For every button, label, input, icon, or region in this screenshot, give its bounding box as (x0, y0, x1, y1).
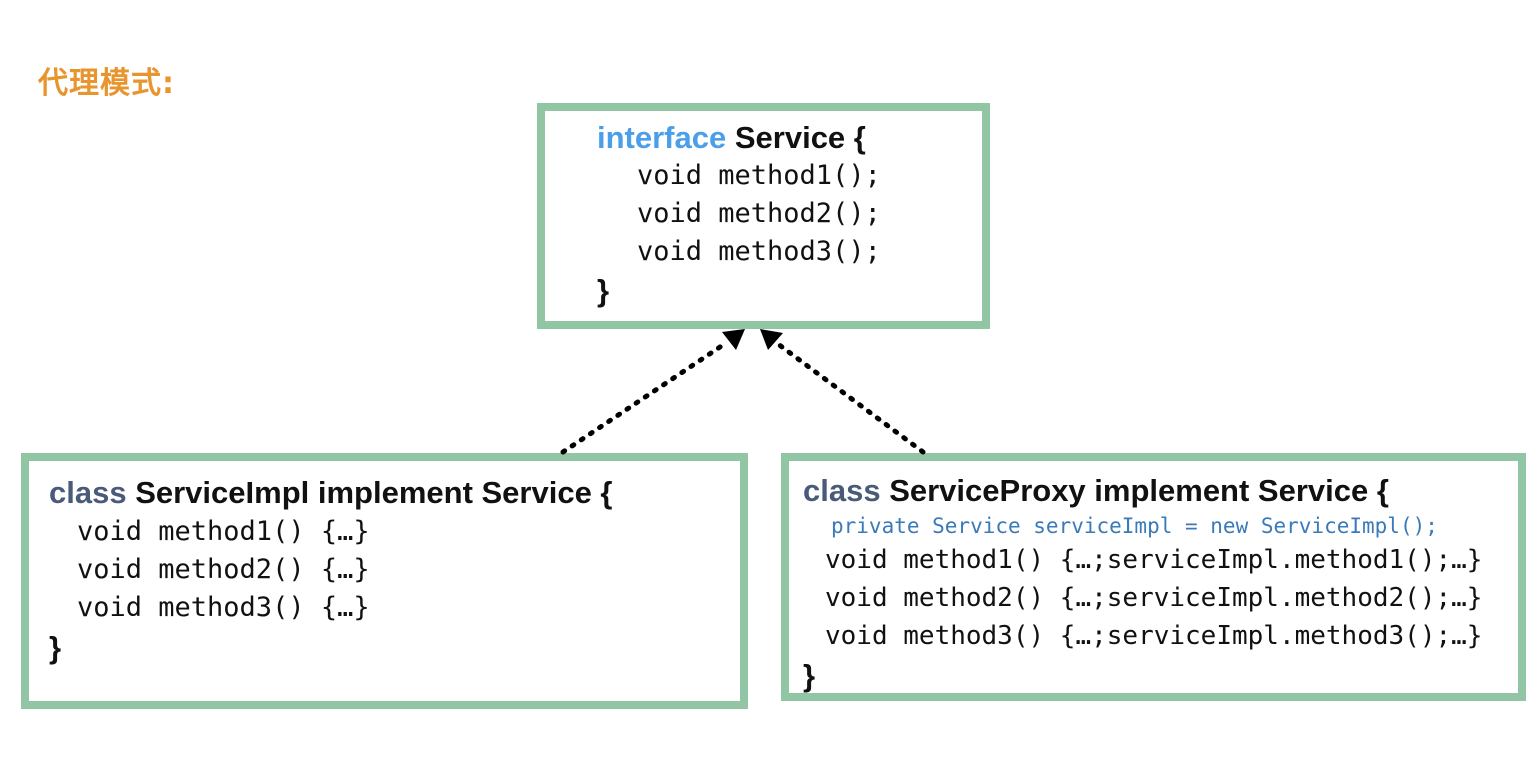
interface-header: interface Service { (545, 111, 982, 157)
proxy-field-declaration: private Service serviceImpl = new Servic… (831, 514, 1438, 538)
impl-header: class ServiceImpl implement Service { (29, 461, 740, 513)
impl-member: void method1() {…} (77, 516, 370, 547)
class-serviceproxy-box: class ServiceProxy implement Service { p… (781, 453, 1526, 701)
class-serviceimpl-box: class ServiceImpl implement Service { vo… (21, 453, 748, 709)
interface-service-box: interface Service { void method1(); void… (537, 103, 990, 329)
proxy-name: ServiceProxy implement Service { (889, 473, 1389, 508)
class-keyword: class (803, 473, 881, 508)
proxy-member: void method1() {…;serviceImpl.method1();… (825, 545, 1483, 575)
interface-name: Service { (734, 120, 866, 155)
class-keyword: class (49, 475, 127, 510)
proxy-header: class ServiceProxy implement Service { (789, 461, 1518, 511)
interface-member: void method2(); (637, 198, 881, 229)
interface-keyword: interface (597, 120, 727, 155)
impl-closing-brace: } (49, 630, 62, 665)
impl-realization-arrowhead (722, 329, 745, 350)
proxy-member: void method3() {…;serviceImpl.method3();… (825, 621, 1483, 651)
impl-name: ServiceImpl implement Service { (135, 475, 613, 510)
proxy-realization-arrowhead (760, 329, 783, 350)
proxy-closing-brace: } (803, 658, 816, 693)
interface-member: void method3(); (637, 236, 881, 267)
impl-realization-line (560, 340, 729, 455)
impl-member: void method2() {…} (77, 554, 370, 585)
proxy-member: void method2() {…;serviceImpl.method2();… (825, 583, 1483, 613)
interface-closing-brace: } (597, 273, 610, 308)
proxy-realization-line (775, 341, 926, 455)
page-title: 代理模式: (38, 66, 175, 101)
impl-member: void method3() {…} (77, 592, 370, 623)
interface-member: void method1(); (637, 160, 881, 191)
